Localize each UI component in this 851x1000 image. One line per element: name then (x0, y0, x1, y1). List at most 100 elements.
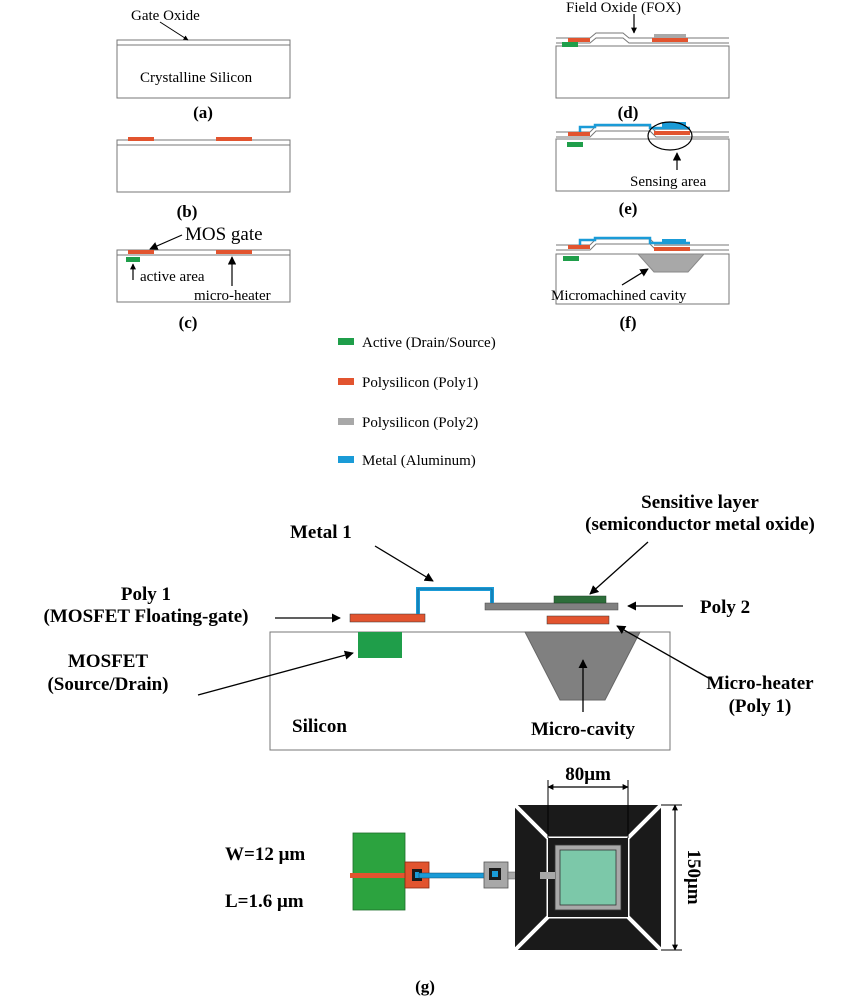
metal1-bridge (416, 587, 494, 614)
poly1-gate (568, 245, 590, 249)
slot-top-left (513, 803, 550, 840)
panel-b: (b) (116, 137, 291, 221)
poly2-layer (484, 602, 619, 611)
legend-swatch-metal (338, 456, 354, 463)
oxide-layer-bottom (556, 130, 729, 138)
panel-f: Micromachined cavity (f) (551, 236, 730, 332)
micromachined-cavity (636, 253, 706, 273)
legend-swatch-poly2 (338, 418, 354, 425)
contact-via-metal (415, 872, 419, 878)
caption-g: (g) (415, 977, 435, 996)
gate-oxide-arrow (159, 21, 189, 41)
caption-c: (c) (179, 313, 198, 332)
panel-a: Gate Oxide Crystalline Silicon (a) (116, 8, 291, 122)
mosfet-label: MOSFET (68, 651, 149, 672)
crystalline-silicon-label: Crystalline Silicon (140, 70, 253, 86)
silicon-label: Silicon (292, 716, 347, 737)
active-region (352, 832, 406, 911)
sensitive-metal-oxide-layer (553, 595, 607, 604)
slot-bottom-left (513, 915, 550, 952)
mosfet-arrow (197, 650, 354, 696)
caption-e: (e) (619, 199, 638, 218)
legend-label-metal: Metal (Aluminum) (362, 453, 476, 469)
caption-b: (b) (177, 202, 198, 221)
legend-label-poly2: Polysilicon (Poly2) (362, 415, 478, 431)
poly1-gate (128, 137, 154, 141)
slot-top-right (626, 803, 663, 840)
cross-section-diagram: Metal 1 Sensitive layer (semiconductor m… (44, 492, 815, 751)
cavity-label: Micromachined cavity (551, 288, 687, 304)
poly1-gate (568, 38, 590, 42)
poly1-gate-strip (350, 873, 410, 878)
legend-item-metal: Metal (Aluminum) (338, 453, 476, 469)
width-label: W=12 μm (225, 844, 305, 865)
field-oxide-bottom (556, 37, 729, 44)
caption-f: (f) (620, 313, 637, 332)
panel-d: Field Oxide (FOX) (d) (555, 0, 730, 122)
poly1-gate (128, 250, 154, 254)
sensing-layer (662, 239, 686, 243)
micro-heater-arrow (616, 625, 713, 681)
panel-e: Sensing area (e) (555, 121, 730, 218)
legend-label-poly1: Polysilicon (Poly1) (362, 375, 478, 391)
fox-label: Field Oxide (FOX) (566, 0, 681, 16)
dim-80-label: 80μm (565, 764, 611, 785)
poly1-heater (654, 131, 690, 135)
dim-150-label: 150μm (683, 849, 704, 904)
metal1-label: Metal 1 (290, 522, 352, 543)
silicon-substrate (555, 138, 730, 192)
silicon-substrate (116, 139, 291, 193)
sensing-area-highlight (647, 121, 693, 151)
poly2-via-metal (492, 871, 498, 877)
metal-interconnect (418, 872, 488, 879)
micro-heater-poly1 (546, 615, 610, 625)
poly2-plate (654, 34, 686, 38)
micro-cavity-label: Micro-cavity (531, 719, 636, 740)
gate-oxide-label: Gate Oxide (131, 8, 200, 24)
caption-a: (a) (193, 103, 213, 122)
mos-gate-arrow (149, 234, 183, 250)
poly1-gate (568, 132, 590, 136)
poly2-arm-connector (540, 872, 555, 879)
active-area (126, 257, 140, 262)
metal-line (578, 123, 690, 132)
legend: Active (Drain/Source) Polysilicon (Poly1… (338, 335, 496, 469)
poly1-floating-gate (349, 613, 426, 623)
field-oxide-top (556, 32, 729, 39)
legend-swatch-active (338, 338, 354, 345)
sensing-area-label: Sensing area (630, 174, 707, 190)
length-label: L=1.6 μm (225, 891, 304, 912)
legend-item-active: Active (Drain/Source) (338, 335, 496, 351)
legend-label-active: Active (Drain/Source) (362, 335, 496, 351)
mos-gate-label: MOS gate (185, 224, 263, 245)
poly2-plate (654, 243, 690, 246)
metal1-bridge-outline (417, 588, 493, 614)
panel-c: MOS gate active area micro-heater (c) (116, 224, 291, 332)
legend-item-poly1: Polysilicon (Poly1) (338, 375, 478, 391)
poly1-sublabel: (MOSFET Floating-gate) (44, 606, 249, 627)
slot-bottom-right (626, 915, 663, 952)
sensitive-layer-arrow (589, 541, 649, 595)
layout-view: W=12 μm L=1.6 μm 80μm 150μm (g) (225, 764, 704, 996)
mosfet-sublabel: (Source/Drain) (47, 674, 168, 695)
active-area (562, 42, 578, 47)
poly1-heater (652, 38, 688, 42)
silicon-substrate (555, 253, 730, 305)
poly1-label: Poly 1 (121, 584, 171, 605)
silicon-substrate (116, 39, 291, 99)
mosfet-source-drain (358, 632, 402, 658)
poly1-heater (216, 137, 252, 141)
poly2-label: Poly 2 (700, 597, 750, 618)
micro-heater-label: micro-heater (194, 288, 271, 304)
legend-swatch-poly1 (338, 378, 354, 385)
metal-line (578, 236, 690, 245)
micro-heater-sublabel: (Poly 1) (729, 696, 792, 717)
cavity-arrow (621, 268, 649, 286)
metal1-arrow (374, 545, 434, 582)
silicon-substrate (116, 249, 291, 303)
micro-heater-label: Micro-heater (706, 673, 814, 694)
active-area (563, 256, 579, 261)
caption-d: (d) (618, 103, 639, 122)
